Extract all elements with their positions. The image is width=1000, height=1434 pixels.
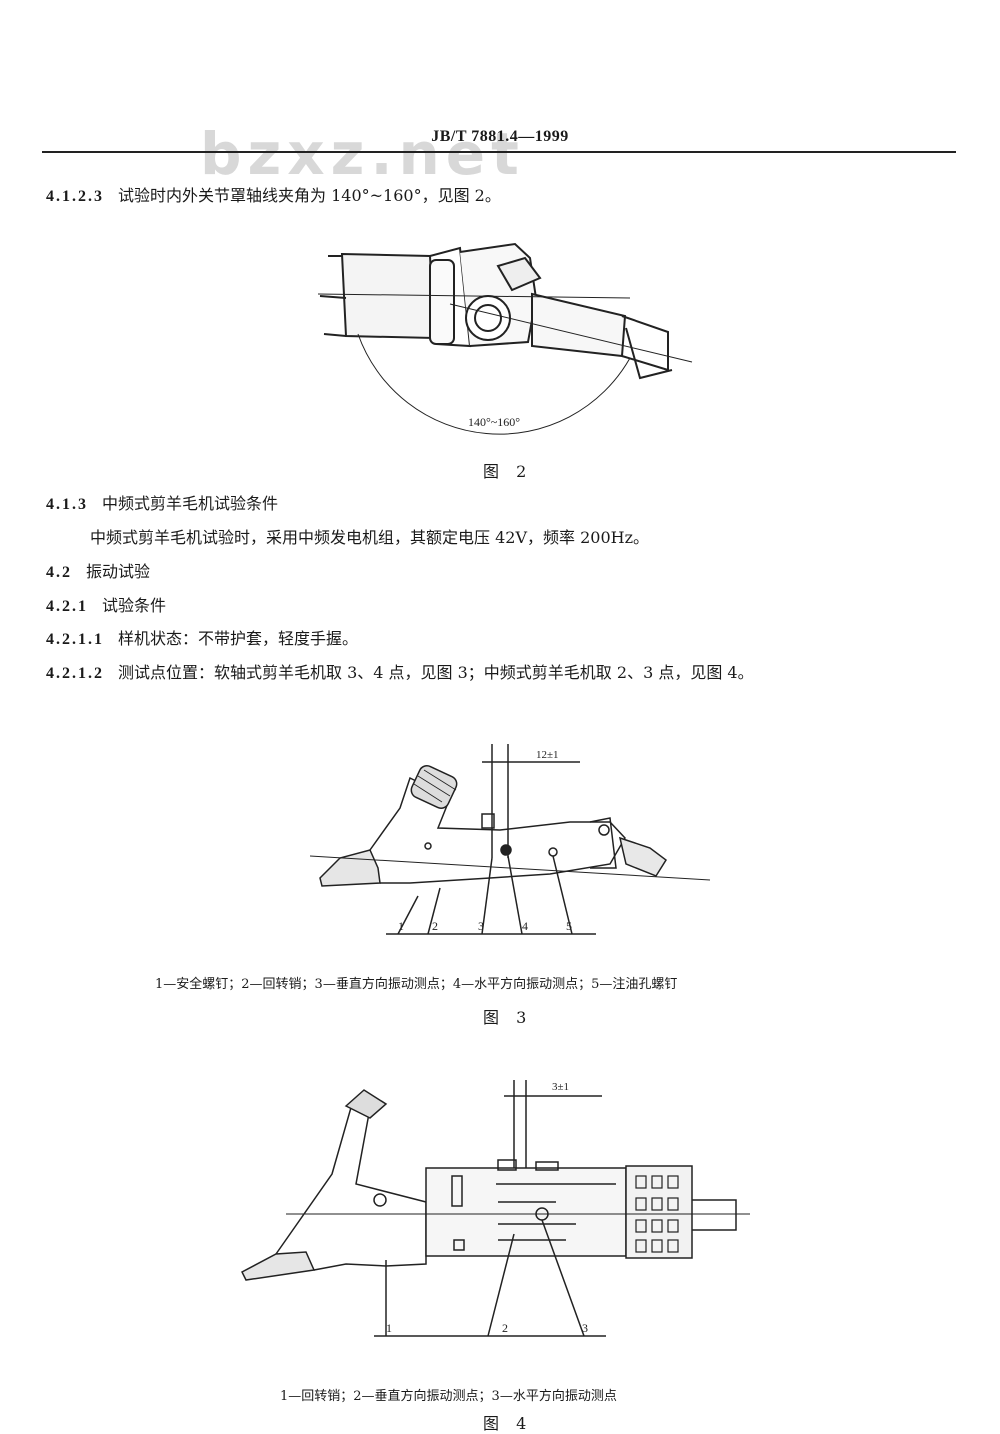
clause-number: 4.1.2.3 <box>46 188 104 205</box>
figure-4-legend: 1—回转销；2—垂直方向振动测点；3—水平方向振动测点 <box>280 1389 617 1404</box>
callout-1: 1 <box>386 1321 392 1335</box>
clause-number: 4.2 <box>46 564 72 581</box>
dimension-label: 12±1 <box>536 749 559 761</box>
clause-number: 4.2.1.1 <box>46 631 104 648</box>
clause-number: 4.2.1.2 <box>46 665 104 682</box>
clause-text: 振动试验 <box>86 562 151 581</box>
clause-text: 中频式剪羊毛机试验条件 <box>102 494 279 513</box>
clause-number: 4.2.1 <box>46 598 88 615</box>
clause-text: 试验条件 <box>102 596 167 615</box>
callout-2: 2 <box>432 919 438 933</box>
clause-4-1-2-3: 4.1.2.3 试验时内外关节罩轴线夹角为 140°~160°，见图 2。 <box>46 186 501 207</box>
clause-4-1-3-body: 中频式剪羊毛机试验时，采用中频发电机组，其额定电压 42V，频率 200Hz。 <box>90 528 650 547</box>
clause-4-1-3: 4.1.3 中频式剪羊毛机试验条件 <box>46 494 278 515</box>
callout-5: 5 <box>566 919 572 933</box>
figure-4-caption: 图 4 <box>483 1414 533 1433</box>
clause-4-2-1: 4.2.1 试验条件 <box>46 596 166 617</box>
figure-2-caption: 图 2 <box>483 462 533 481</box>
callout-2: 2 <box>502 1321 508 1335</box>
callout-4: 4 <box>522 919 528 933</box>
header-rule <box>42 151 956 153</box>
clause-text: 样机状态：不带护套，轻度手握。 <box>118 629 359 648</box>
clause-4-2-1-2: 4.2.1.2 测试点位置：软轴式剪羊毛机取 3、4 点，见图 3；中频式剪羊毛机… <box>46 663 754 684</box>
page-header: JB/T 7881.4—1999 <box>431 128 569 145</box>
callout-3: 3 <box>582 1321 588 1335</box>
angle-label: 140°~160° <box>468 415 520 429</box>
clause-4-2-1-1: 4.2.1.1 样机状态：不带护套，轻度手握。 <box>46 629 358 650</box>
figure-4-drawing: 3±1 1 2 3 <box>241 1080 750 1337</box>
callout-1: 1 <box>398 919 404 933</box>
clause-4-2: 4.2 振动试验 <box>46 562 150 583</box>
clause-number: 4.1.3 <box>46 496 88 513</box>
figure-3-drawing: 12±1 1 2 3 4 5 <box>310 744 711 935</box>
watermark: bzxz.net <box>200 120 525 188</box>
callout-3: 3 <box>478 919 484 933</box>
figure-3-caption: 图 3 <box>483 1008 533 1027</box>
clause-text: 试验时内外关节罩轴线夹角为 140°~160°，见图 2。 <box>118 186 501 205</box>
figure-3-legend: 1—安全螺钉；2—回转销；3—垂直方向振动测点；4—水平方向振动测点；5—注油孔… <box>155 977 678 992</box>
figure-2-drawing: 140°~160° <box>317 242 693 435</box>
clause-text: 测试点位置：软轴式剪羊毛机取 3、4 点，见图 3；中频式剪羊毛机取 2、3 点… <box>118 663 754 682</box>
dimension-label: 3±1 <box>552 1081 569 1093</box>
